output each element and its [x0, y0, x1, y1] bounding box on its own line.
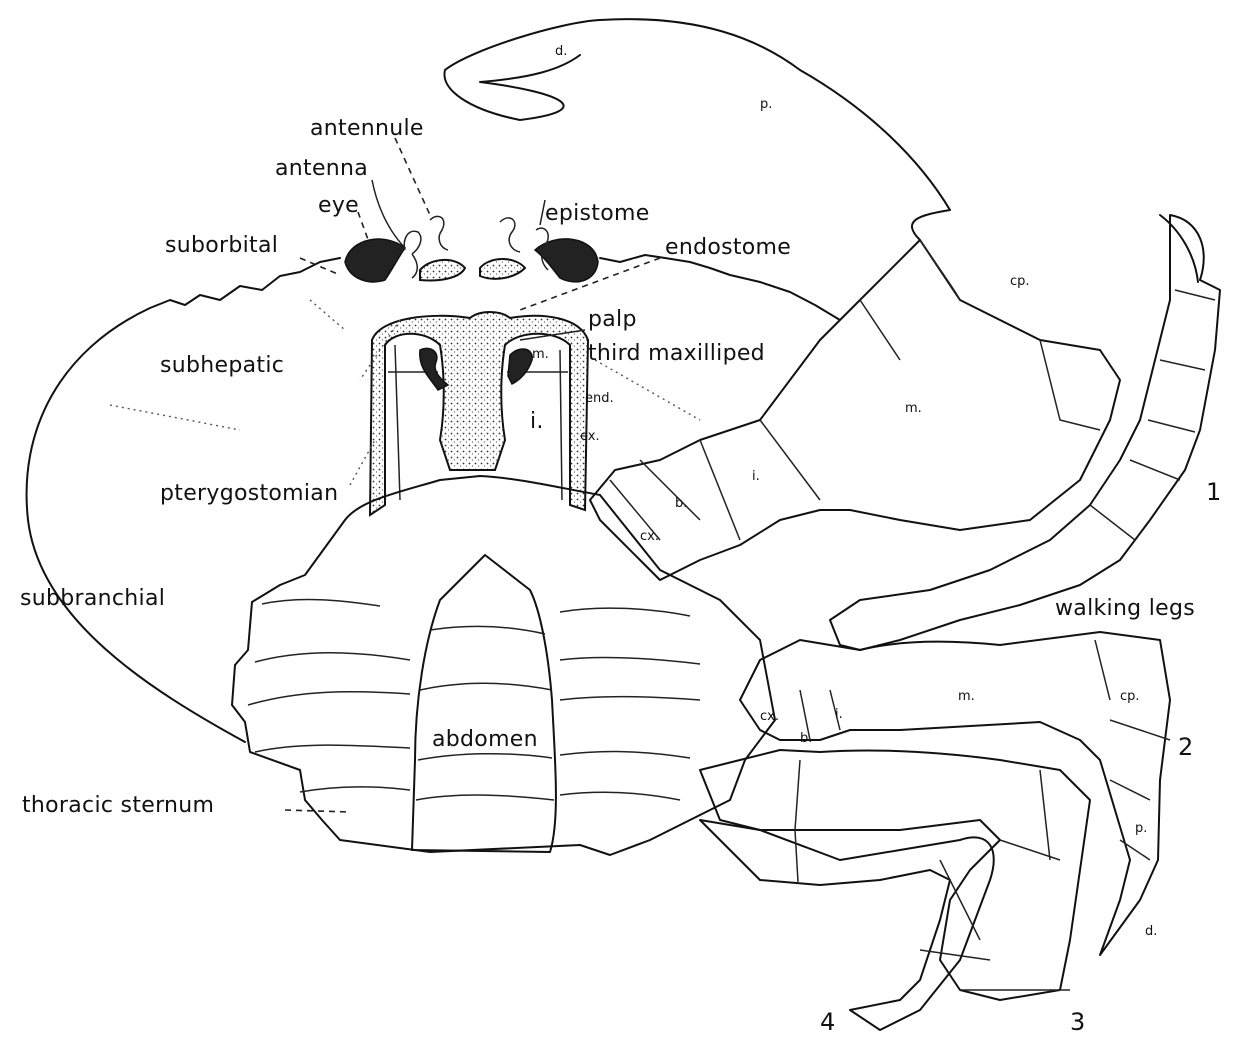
leg-number-4: 4 [820, 1008, 835, 1036]
abdomen-outline [412, 555, 556, 852]
cheliped-m-label: m. [905, 401, 922, 416]
walking-leg-1-joints [1090, 290, 1215, 540]
cheliped-p-label: p. [760, 97, 772, 112]
leader-thoracic-sternum [285, 810, 350, 812]
buccal-frame [370, 312, 588, 515]
label-walking-legs: walking legs [1055, 596, 1195, 621]
leader-third-maxilliped [595, 360, 700, 420]
label-suborbital: suborbital [165, 233, 278, 258]
left-eye [345, 239, 405, 282]
sternum-outline [232, 476, 775, 855]
cheliped-cx-label: cx. [640, 529, 659, 544]
left-antenna [404, 231, 421, 278]
label-abdomen: abdomen [432, 727, 538, 752]
maxilliped-ex-label: ex. [580, 429, 600, 444]
epistome-plate [420, 259, 525, 281]
label-third-maxilliped: third maxilliped [588, 341, 765, 366]
leg-number-3: 3 [1070, 1008, 1085, 1036]
abdomen-segments [416, 627, 554, 800]
label-endostome: endostome [665, 235, 791, 260]
label-antennule: antennule [310, 116, 424, 141]
walking-leg-3-joints [795, 760, 1070, 990]
leg2-d-label: d. [1145, 924, 1157, 939]
left-antennule [430, 216, 448, 250]
label-eye: eye [318, 193, 359, 218]
cheliped-d-label: d. [555, 44, 567, 59]
leg2-p-label: p. [1135, 821, 1147, 836]
leader-antenna [372, 180, 405, 248]
label-epistome: epistome [545, 201, 650, 226]
leg2-i-label: i. [835, 707, 843, 722]
cheliped-outline [444, 19, 1120, 580]
label-subbranchial: subbranchial [20, 586, 165, 611]
cheliped-cp-label: cp. [1010, 274, 1030, 289]
cheliped-i-label: i. [752, 469, 760, 484]
right-antennule [500, 218, 520, 252]
maxilliped-m-label: m. [532, 347, 549, 362]
leg2-cp-label: cp. [1120, 689, 1140, 704]
leg-number-2: 2 [1178, 733, 1193, 761]
walking-leg-3 [700, 750, 1090, 1000]
label-thoracic-sternum: thoracic sternum [22, 793, 214, 818]
sternum-sutures [248, 600, 700, 800]
leg2-b-label: b. [800, 731, 812, 746]
label-pterygostomian: pterygostomian [160, 481, 338, 506]
cheliped-b-label: b. [675, 496, 687, 511]
leader-suborbital [300, 258, 340, 275]
label-subhepatic: subhepatic [160, 353, 284, 378]
walking-leg-4 [700, 820, 994, 1030]
walking-leg-4-joints [795, 830, 990, 960]
leg-number-1: 1 [1206, 478, 1221, 506]
maxilliped-i-label: i. [530, 409, 544, 434]
label-palp: palp [588, 307, 637, 332]
leader-antennule [395, 138, 430, 215]
leg2-cx-label: cx. [760, 709, 779, 724]
right-palp [508, 349, 532, 384]
leg2-m-label: m. [958, 689, 975, 704]
maxilliped-end-label: end. [585, 391, 614, 406]
label-antenna: antenna [275, 156, 368, 181]
